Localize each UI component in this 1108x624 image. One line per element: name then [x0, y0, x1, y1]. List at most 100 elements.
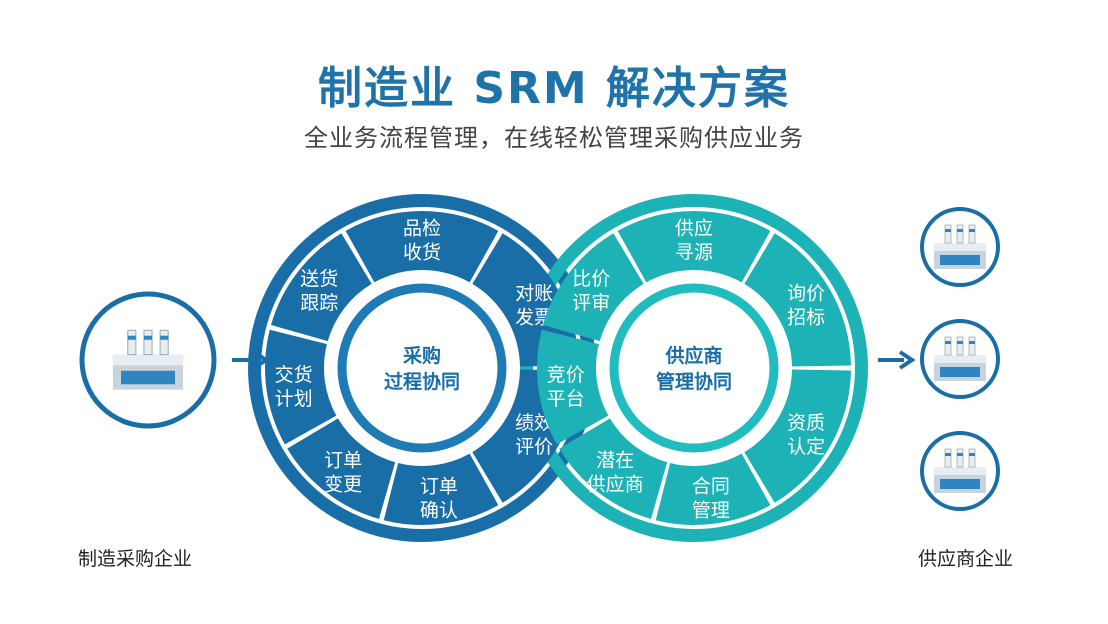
right-segment-wedge	[543, 233, 644, 342]
right-segment-wedge	[559, 418, 668, 519]
right-segment: 竞价平台	[537, 329, 609, 445]
left-segment-label: 订单变更	[324, 450, 362, 496]
right-segment-line1: 供应	[675, 218, 713, 240]
right-segment-line2: 认定	[787, 436, 825, 458]
left-segment-line1: 品检	[403, 218, 441, 240]
right-segment: 供应寻源	[617, 210, 771, 283]
factory-windows	[940, 479, 980, 489]
factory-chimney	[968, 448, 976, 468]
left-segment-label: 交货计划	[275, 364, 313, 410]
right-segment: 潜在供应商	[559, 418, 668, 519]
factory-chimney	[956, 448, 964, 468]
factory-chimney	[127, 329, 137, 356]
right-flow-arrow	[878, 350, 916, 370]
left-hub-label: 采购过程协同	[384, 344, 460, 393]
factory-windows	[940, 255, 980, 265]
left-segment-wedge	[265, 329, 337, 445]
factory-icon	[112, 329, 184, 390]
left-segment-line2: 评价	[515, 436, 553, 458]
right-segment-label: 资质认定	[787, 412, 825, 458]
right-segment-label: 询价招标	[787, 282, 825, 328]
right-segment: 比价评审	[543, 233, 644, 342]
right-segment-label: 供应寻源	[675, 218, 713, 264]
left-segment-line1: 对账	[515, 282, 553, 304]
right-segment-line1: 竞价	[547, 364, 585, 386]
right-segment-line2: 管理	[692, 499, 730, 521]
factory-icon	[934, 448, 986, 493]
left-segment-line1: 交货	[275, 364, 313, 386]
chimney-band	[945, 341, 951, 344]
left-segment-line2: 跟踪	[300, 292, 338, 314]
chimney-band	[969, 341, 975, 344]
factory-chimney	[944, 336, 952, 356]
left-segment-wedge	[287, 418, 396, 519]
page-subtitle: 全业务流程管理，在线轻松管理采购供应业务	[304, 124, 804, 152]
factory-roof	[112, 354, 184, 366]
left-segment-line2: 变更	[324, 474, 362, 496]
left-segment-wedge	[345, 211, 499, 283]
chimney-band	[127, 335, 136, 340]
left-segment-wedge	[271, 233, 372, 342]
right-segment-label: 比价评审	[572, 268, 610, 314]
chimney-band	[143, 335, 153, 340]
right-segment-wedge	[537, 329, 609, 445]
factory-icon	[934, 336, 986, 381]
right-segment-wedge	[744, 369, 851, 503]
chimney-band	[969, 453, 975, 456]
chimney-band	[945, 229, 951, 232]
left-hub-ring	[337, 283, 507, 453]
factory-chimney	[968, 336, 976, 356]
factory-chimney	[956, 336, 964, 356]
left-segment: 订单变更	[287, 418, 396, 519]
factory-chimney	[944, 224, 952, 244]
right-segment-line2: 供应商	[587, 474, 644, 496]
right-outer-ring	[520, 194, 868, 542]
right-segment-line2: 招标	[787, 306, 825, 328]
left-segment-line2: 计划	[275, 388, 313, 410]
factory-chimney	[968, 224, 976, 244]
left-flow-arrow	[232, 350, 270, 370]
left-segment-line1: 订单	[420, 475, 458, 497]
right-flow-arrow-head	[898, 350, 916, 370]
left-segment-label: 品检收货	[403, 218, 441, 264]
right-segment-wedge	[617, 210, 771, 283]
chimney-band	[945, 453, 951, 456]
left-flow-arrow-head	[252, 350, 270, 370]
factory-chimney	[944, 448, 952, 468]
left-segment-label: 绩效评价	[515, 412, 553, 458]
right-segment-label: 竞价平台	[547, 364, 585, 410]
chimney-band	[957, 453, 963, 456]
left-segment: 品检收货	[345, 211, 499, 283]
right-segment-line1: 询价	[787, 282, 825, 304]
right-hub-line2: 管理协同	[656, 370, 732, 393]
page-title: 制造业 SRM 解决方案	[318, 63, 790, 114]
left-segment: 送货跟踪	[271, 233, 372, 342]
right-segment-line1: 比价	[572, 268, 610, 290]
right-entity-label: 供应商企业	[918, 548, 1014, 570]
chimney-band	[160, 335, 169, 340]
chimney-band	[969, 229, 975, 232]
right-segment-line1: 潜在	[596, 450, 634, 472]
factory-windows	[121, 370, 175, 385]
factory-windows	[940, 367, 980, 377]
left-hub-line2: 过程协同	[384, 370, 460, 393]
factory-chimney	[159, 329, 169, 356]
right-factory-2	[920, 319, 1000, 399]
left-segment-line2: 发票	[515, 306, 553, 328]
right-segment-wedge	[655, 453, 771, 525]
right-hub-core	[622, 296, 766, 440]
factory-roof	[934, 355, 986, 363]
left-segment-line2: 确认	[420, 499, 458, 521]
factory-chimney	[143, 329, 153, 356]
left-segment-label: 对账发票	[515, 282, 553, 328]
right-segment-label: 合同管理	[692, 475, 730, 521]
factory-chimney	[956, 224, 964, 244]
right-segment-line1: 资质	[787, 412, 825, 434]
right-segment-line2: 评审	[572, 292, 610, 314]
right-segment-label: 潜在供应商	[587, 450, 644, 496]
chimney-band	[957, 229, 963, 232]
left-segment: 订单确认	[383, 453, 499, 525]
right-hub-ring	[609, 283, 779, 453]
